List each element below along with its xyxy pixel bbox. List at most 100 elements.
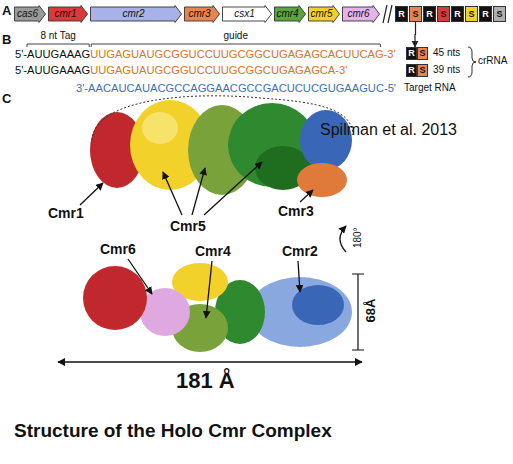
leader-line [204,162,262,215]
gene-arrow: cas6 [14,5,46,23]
figure-caption: Structure of the Holo Cmr Complex [14,420,332,442]
complex-top-view [90,96,353,197]
gene-arrow-shape [309,6,340,23]
leader-arrows [80,162,346,318]
gene-name: csx1 [222,5,272,23]
leader-line [192,168,205,215]
dotted-outline [92,96,353,140]
leader-line [300,190,313,202]
connector-line [414,22,416,47]
array-box: R [406,64,417,77]
figure-label: crRNA [478,55,507,67]
gene-arrow-shape [185,6,220,23]
figure-label: Cmr3 [278,203,314,219]
rna-sequence: 3'-AACAUCAUACGCCAGGAACGCCGACUCUCGUGAAGUC… [76,82,396,94]
cmr2-density [300,110,352,170]
gene-name: cmr6 [342,5,380,23]
gene-arrow-shape [275,6,306,23]
gene-arrow-shape [343,6,380,23]
array-letter: R [480,7,491,21]
array-letter: S [418,48,427,59]
figure-label: Spilman et al. 2013 [320,121,457,139]
sequence-row: 5'-AUUGAAAGUUGAGUAUGCGGUCCUUGCGGCUGAGAGC… [15,64,347,77]
width-dimension [58,361,362,362]
cmr6-density [140,288,190,336]
figure-label: Cmr1 [48,205,84,221]
sequence-row: 5'-AUUGAAAGUUGAGUAUGCGGUCCUUGCGGCUGAGAGC… [15,48,396,61]
array-letter: R [396,7,407,21]
figure-label: Cmr4 [195,243,231,259]
figure-label: 8 nt Tag [40,30,75,42]
figure-label: 45 nts [433,47,460,59]
tag-bracket [27,44,89,47]
array-letter: S [410,7,421,21]
leader-line [128,259,152,294]
rna-sequence: UUGAGUAUGCGGUCCUUGCGGCUGAGAGCACUUCAG-3' [90,48,395,60]
leader-line [298,261,300,292]
figure-label: 180° [352,227,364,248]
array-letter: S [418,65,427,76]
figure-label: C [2,92,11,107]
figure-label: 181 Å [176,368,235,393]
figure-label: Target RNA [404,82,456,94]
gene-name: cmr2 [90,5,182,23]
array-box: S [437,6,450,22]
cmr5-highlight [142,112,178,144]
rna-sequence: UUGAGUAUGCGGUCCUUGCGGCUGAGAGCA-3' [90,64,347,76]
leader-line [80,183,103,205]
gene-arrow-shape [15,6,46,23]
array-box: S [465,6,478,22]
break-mark [383,5,392,23]
figure-label: 39 nts [433,64,460,76]
array-letter: R [407,48,416,59]
array-letter: R [407,65,416,76]
array-box: R [406,47,417,60]
gene-arrow: cmr1 [48,5,88,23]
gene-name: cas6 [14,5,46,23]
array-box: S [409,6,422,22]
gene-arrow: csx1 [222,5,272,23]
sequence-row: 3'-AACAUCAUACGCCAGGAACGCCGACUCUCGUGAAGUC… [76,82,396,95]
array-letter: R [424,7,435,21]
figure-label: 68Å [364,299,379,323]
array-box: R [423,6,436,22]
cmr3-density [297,163,347,197]
figure-label: B [2,33,11,48]
array-box: S [493,6,506,22]
figure-label: Cmr6 [100,241,136,257]
complex-side-view [83,263,352,352]
height-dimension [352,274,364,350]
crrna-brace [468,47,476,77]
gene-arrow-shape [91,6,182,23]
gene-arrow: cmr2 [90,5,182,23]
rna-sequence: 5'-AUUGAAAG [15,48,90,60]
cmr1-density [83,266,147,330]
array-letter: S [466,7,477,21]
gene-arrow-shape [49,6,88,23]
guide-bracket [91,44,380,47]
figure-label: Cmr5 [170,218,206,234]
array-box: S [417,47,428,60]
gene-arrow: cmr3 [184,5,220,23]
array-box: R [451,6,464,22]
array-box: R [479,6,492,22]
figure-label: guide [224,30,248,42]
gene-arrow-shape [223,6,272,23]
array-letter: S [438,7,449,21]
figure-label: Cmr2 [282,243,318,259]
gene-name: cmr3 [184,5,220,23]
gene-arrow: cmr4 [274,5,306,23]
leader-line [206,261,212,318]
gene-name: cmr5 [308,5,340,23]
figure-label: A [2,4,11,19]
array-box: S [417,64,428,77]
array-box: R [395,6,408,22]
rna-sequence: 5'-AUUGAAAG [15,64,90,76]
array-letter: R [452,7,463,21]
gene-arrow: cmr5 [308,5,340,23]
gene-arrow: cmr6 [342,5,380,23]
gene-name: cmr4 [274,5,306,23]
leader-line [163,172,182,215]
array-letter: S [494,7,505,21]
